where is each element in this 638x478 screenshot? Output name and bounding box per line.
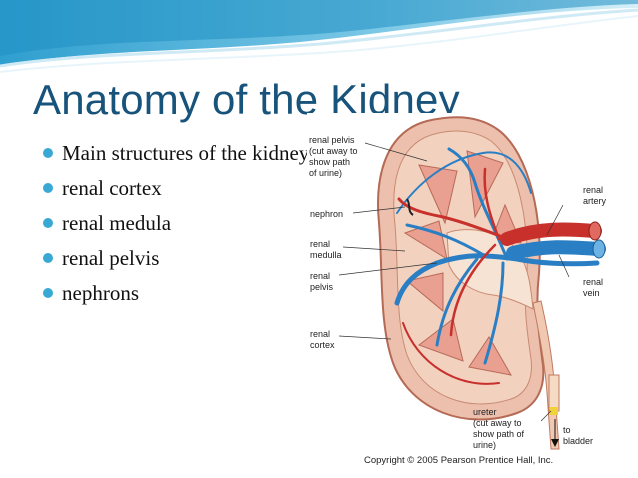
bullet-list: Main structures of the kidney renal cort… <box>43 140 310 315</box>
label-ureter: ureter (cut away to show path of urine) <box>473 407 525 450</box>
cortical-vessel-arc <box>402 322 500 385</box>
bullet-text: renal pelvis <box>62 246 160 270</box>
renal-vein-branch <box>405 223 489 259</box>
renal-artery-branch <box>483 167 501 241</box>
arrow-down-icon <box>551 439 559 447</box>
bullet-text: nephrons <box>62 281 139 305</box>
bullet-item: renal medula <box>43 210 309 245</box>
leader-line <box>338 262 438 276</box>
renal-artery-branch <box>449 243 497 337</box>
label-nephron: nephron <box>310 209 344 219</box>
medullary-pyramid <box>468 336 512 376</box>
renal-vein-branch <box>483 261 505 365</box>
label-renal-medulla: renal medulla <box>310 239 342 260</box>
medullary-pyramid <box>405 272 444 313</box>
ureter-tip <box>548 374 560 412</box>
leader-line <box>558 254 570 278</box>
leader-line <box>352 206 406 214</box>
bullet-dot-icon <box>43 288 53 298</box>
bullet-item: renal cortex <box>43 175 309 210</box>
renal-artery-trunk <box>500 222 602 246</box>
label-renal-cortex: renal cortex <box>310 329 335 350</box>
bullet-item: renal pelvis <box>43 245 309 280</box>
label-renal-pelvis: renal pelvis <box>310 271 334 292</box>
renal-artery-opening <box>588 221 602 241</box>
leader-line <box>364 142 428 162</box>
bullet-dot-icon <box>43 183 53 193</box>
renal-vein-trunk <box>506 240 606 260</box>
medullary-pyramid <box>403 220 448 261</box>
renal-vein-branch <box>435 257 479 347</box>
bullet-item: nephrons <box>43 280 309 315</box>
leader-line <box>540 410 552 422</box>
cortical-vessel-arc <box>396 151 532 214</box>
bullet-dot-icon <box>43 253 53 263</box>
bullet-dot-icon <box>43 148 53 158</box>
header-wave-decoration <box>0 0 638 73</box>
label-renal-artery: renal artery <box>583 185 607 206</box>
bullet-text: Main structures of the kidney <box>62 141 310 165</box>
leader-line <box>342 246 406 252</box>
bullet-text: renal medula <box>62 211 172 235</box>
renal-vein-opening <box>592 239 606 259</box>
renal-vein-branch <box>394 253 600 306</box>
leader-line <box>546 204 564 236</box>
urine-drop <box>550 407 558 415</box>
kidney-illustration <box>338 116 606 450</box>
label-to-bladder: to bladder <box>563 425 594 446</box>
medullary-pyramid <box>418 164 458 225</box>
nephron-marker <box>406 198 414 216</box>
label-renal-vein: renal vein <box>583 277 604 298</box>
bullet-item: Main structures of the kidney <box>43 140 310 175</box>
bullet-text: renal cortex <box>62 176 162 200</box>
bullet-dot-icon <box>43 218 53 228</box>
label-renal-pelvis-cutaway: renal pelvis (cut away to show path of u… <box>309 135 358 178</box>
leader-line <box>338 335 392 340</box>
copyright-notice: Copyright © 2005 Pearson Prentice Hall, … <box>364 455 554 466</box>
kidney-diagram: renal pelvis (cut away to show path of u… <box>307 113 614 470</box>
